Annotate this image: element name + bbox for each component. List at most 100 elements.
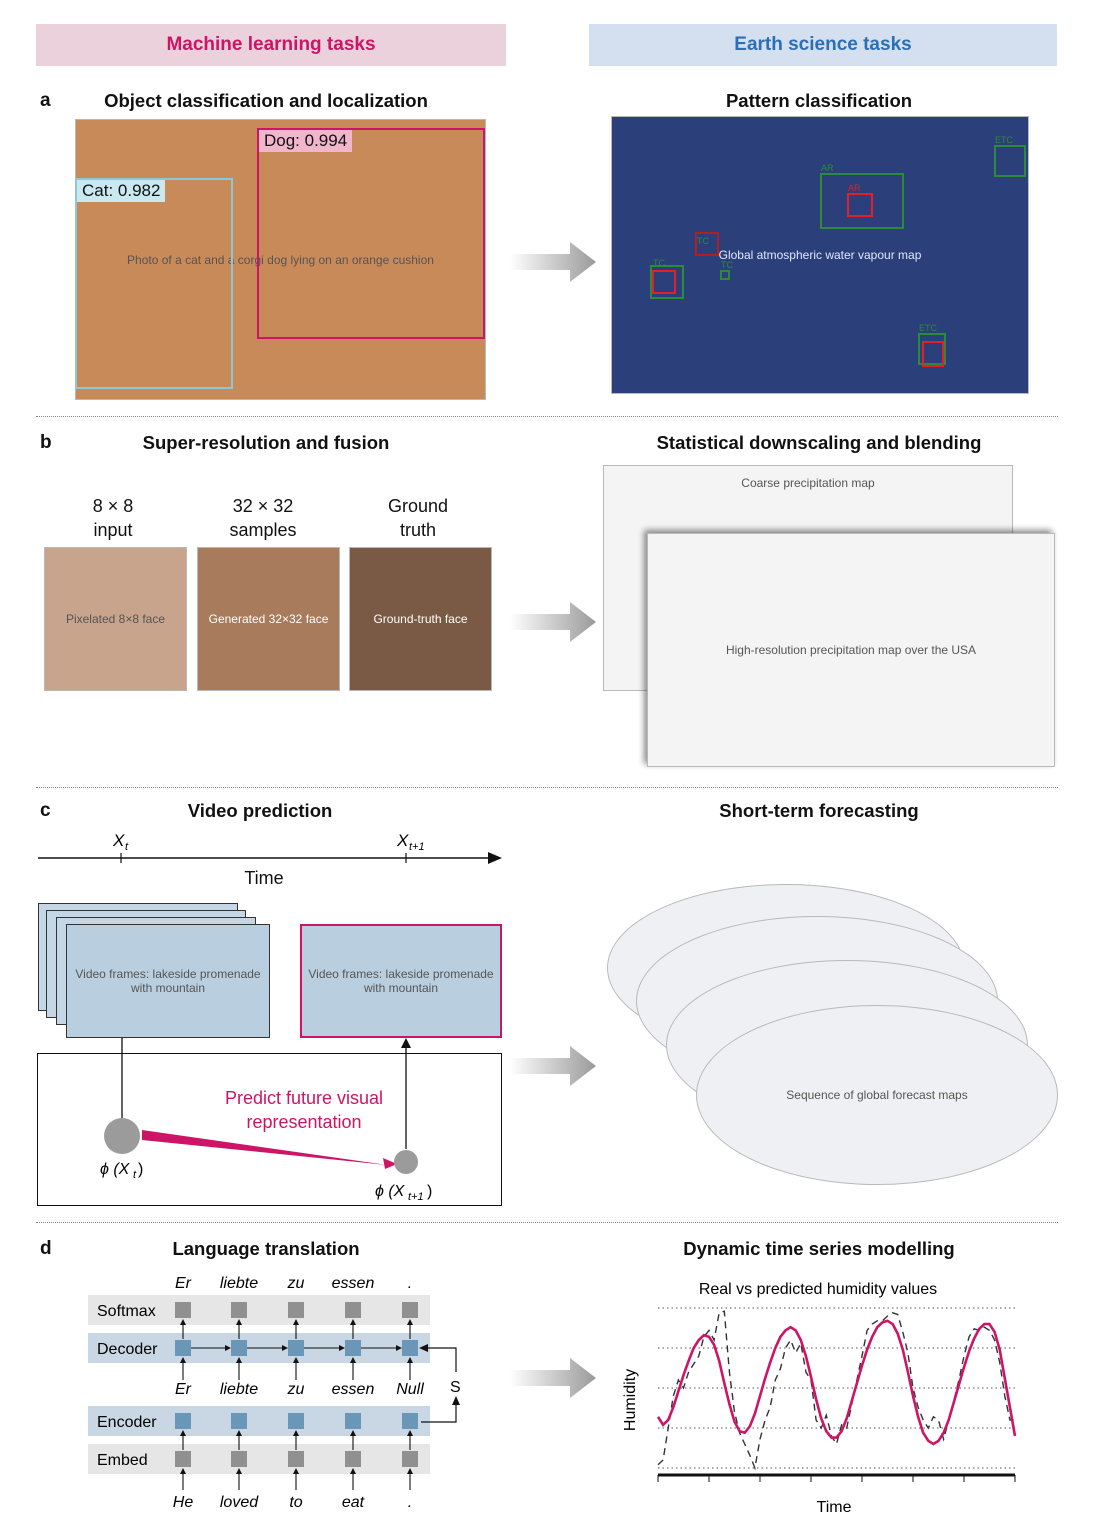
highres-precip-map: High-resolution precipitation map over t… <box>647 533 1055 767</box>
input-word: to <box>289 1494 302 1511</box>
forecast-globe-4: Sequence of global forecast maps <box>696 1005 1058 1185</box>
embed-node <box>288 1451 304 1467</box>
encoder-node <box>345 1413 361 1429</box>
chart-grid <box>658 1307 1015 1469</box>
y-axis-label: Humidity <box>622 1369 639 1431</box>
xt1-label: X <box>396 831 409 850</box>
decoder-node <box>288 1340 304 1356</box>
arrow-head-icon <box>236 1430 242 1436</box>
encoder-node <box>231 1413 247 1429</box>
softmax-node <box>288 1302 304 1318</box>
arrow-head-icon <box>293 1319 299 1325</box>
embed-row <box>88 1444 430 1474</box>
col1-label-line1: 8 × 8 <box>92 496 134 516</box>
face-input-8x8: Pixelated 8×8 face <box>44 547 187 691</box>
decoder-node <box>402 1340 418 1356</box>
row-label-encoder: Encoder <box>97 1414 157 1431</box>
tc-box-3 <box>652 270 676 294</box>
decoder-node <box>231 1340 247 1356</box>
s-left-arrow-icon <box>419 1344 428 1352</box>
translation-nodes: ErErHeliebteliebtelovedzuzutoessenessene… <box>173 1275 424 1511</box>
separator-bc <box>36 787 1058 788</box>
up-arrow-icon <box>401 1038 411 1048</box>
ml-tasks-header: Machine learning tasks <box>36 24 506 66</box>
map-label-tc-3: TC <box>721 260 733 270</box>
panel-a-es-title: Pattern classification <box>725 90 913 111</box>
row-label-softmax: Softmax <box>97 1303 156 1320</box>
panel-c-es-title: Short-term forecasting <box>719 800 919 821</box>
encoder-node <box>175 1413 191 1429</box>
phi-t1-sub: t+1 <box>408 1191 424 1203</box>
output-word: Er <box>175 1275 192 1292</box>
panel-a-letter: a <box>40 90 51 111</box>
arrow-head-icon <box>293 1357 299 1363</box>
map-label-ar-2: AR <box>848 183 861 193</box>
decoder-input-word: essen <box>332 1381 375 1398</box>
panel-c-ml-title: Video prediction <box>187 800 333 821</box>
decoder-input-word: zu <box>287 1381 305 1398</box>
predict-label-line1: Predict future visual <box>225 1088 383 1108</box>
panel-b-ml-title: Super-resolution and fusion <box>142 432 390 453</box>
face-samples-32x32: Generated 32×32 face <box>197 547 340 691</box>
dog-bounding-box <box>257 128 485 339</box>
map-label-etc-2: ETC <box>919 323 938 333</box>
output-word: liebte <box>220 1275 258 1292</box>
output-word: zu <box>287 1275 305 1292</box>
video-frame-current: Video frames: lakeside promenade with mo… <box>66 924 270 1038</box>
arrow-head-icon <box>293 1468 299 1474</box>
embed-node <box>175 1451 191 1467</box>
face3-caption: Ground-truth face <box>373 612 468 626</box>
pattern-map-boxes: ETC AR AR TC TC TC ETC <box>650 135 1026 367</box>
arrow-head-icon <box>236 1468 242 1474</box>
output-word: . <box>408 1275 412 1292</box>
es-tasks-header: Earth science tasks <box>589 24 1057 66</box>
tc-box-4 <box>720 270 730 280</box>
face-ground-truth: Ground-truth face <box>349 547 492 691</box>
pattern-map-caption: Global atmospheric water vapour map <box>718 248 922 262</box>
decoder-input-word: Null <box>396 1381 424 1398</box>
phi-t1-close: ) <box>427 1183 432 1200</box>
face2-caption: Generated 32×32 face <box>208 612 329 626</box>
xt-sub: t <box>125 841 129 853</box>
arrow-head-icon <box>339 1345 345 1351</box>
arrow-head-icon <box>350 1319 356 1325</box>
encoder-row <box>88 1406 430 1436</box>
ar-box-inner <box>847 193 873 217</box>
arrow-head-icon <box>282 1345 288 1351</box>
s-label: S <box>450 1379 461 1396</box>
etc-box-1 <box>994 145 1026 177</box>
coarse-map-caption: Coarse precipitation map <box>741 476 875 490</box>
panel-d-letter: d <box>40 1238 52 1259</box>
map-label-ar-1: AR <box>821 163 834 173</box>
decoder-input-word: liebte <box>220 1381 258 1398</box>
video-current-caption: Video frames: lakeside promenade with mo… <box>75 967 261 995</box>
encoder-node <box>288 1413 304 1429</box>
x-axis-label: Time <box>817 1499 852 1516</box>
chart-title: Real vs predicted humidity values <box>699 1281 937 1298</box>
ar-box-outer <box>820 173 904 229</box>
map-label-tc-2: TC <box>653 258 665 268</box>
panel-b-es-title: Statistical downscaling and blending <box>656 432 982 453</box>
time-axis: X t X t+1 <box>38 831 502 864</box>
phi-xt1-node <box>394 1150 418 1174</box>
panel-b-letter: b <box>40 432 52 453</box>
decoder-node <box>175 1340 191 1356</box>
arrow-head-icon <box>407 1430 413 1436</box>
col3-label-line2: truth <box>399 520 437 541</box>
separator-cd <box>36 1222 1058 1223</box>
time-arrow-icon <box>488 852 502 864</box>
embed-node <box>345 1451 361 1467</box>
panel-a-ml-title: Object classification and localization <box>104 90 428 111</box>
cat-label: Cat: 0.982 <box>77 180 166 202</box>
input-word: He <box>173 1494 194 1511</box>
arrow-head-icon <box>396 1345 402 1351</box>
cat-dog-photo: Photo of a cat and a corgi dog lying on … <box>75 119 486 400</box>
video-frame-future: Video frames: lakeside promenade with mo… <box>300 924 502 1038</box>
predict-arrow-icon <box>383 1158 397 1169</box>
softmax-node <box>231 1302 247 1318</box>
arrow-head-icon <box>236 1319 242 1325</box>
humidity-chart: Real vs predicted humidity values Humidi… <box>622 1281 1017 1516</box>
panel-d-ml-title: Language translation <box>172 1238 360 1259</box>
highres-map-caption: High-resolution precipitation map over t… <box>725 643 977 657</box>
face1-caption: Pixelated 8×8 face <box>65 612 166 626</box>
